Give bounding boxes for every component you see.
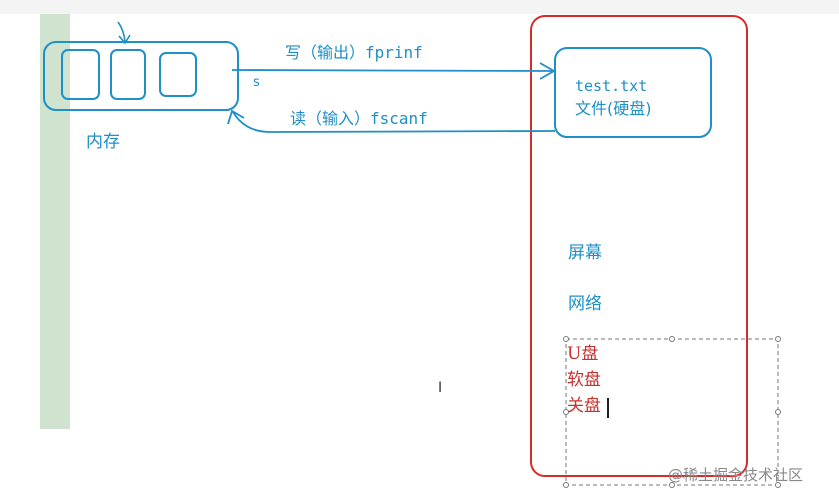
memory-box[interactable] (43, 41, 239, 111)
file-type: 文件(硬盘) (575, 99, 652, 118)
write-label: 写（输出）fprinf (285, 43, 423, 62)
ibeam-cursor-icon: I (438, 380, 443, 396)
optical-disc-text: 关盘 (567, 396, 601, 416)
pointer-arrowhead (118, 34, 131, 45)
resize-handle[interactable] (563, 409, 569, 415)
top-band (0, 0, 839, 14)
file-name: test.txt (575, 77, 648, 95)
read-label: 读（输入）fscanf (290, 109, 428, 128)
pointer-arrow (117, 21, 126, 43)
resize-handle[interactable] (563, 336, 569, 342)
memory-cell (61, 49, 100, 100)
usb-drive-text: U盘 (567, 344, 599, 364)
memory-cell (159, 52, 197, 97)
file-box[interactable] (554, 47, 712, 138)
device-screen: 屏幕 (568, 243, 602, 263)
write-arrow (231, 69, 554, 72)
device-network: 网络 (568, 294, 602, 314)
read-arrow (232, 111, 556, 133)
memory-cell (110, 49, 146, 100)
resize-handle[interactable] (775, 482, 781, 488)
read-arrowhead (227, 109, 245, 125)
write-arrowhead (539, 62, 556, 80)
resize-handle[interactable] (775, 336, 781, 342)
variable-label: s (253, 75, 260, 90)
resize-handle[interactable] (669, 336, 675, 342)
storage-outline[interactable] (530, 15, 748, 477)
resize-handle[interactable] (563, 482, 569, 488)
text-cursor (607, 398, 609, 418)
floppy-disk-text: 软盘 (567, 370, 601, 390)
memory-label: 内存 (86, 132, 120, 152)
watermark: @稀土掘金技术社区 (668, 466, 804, 484)
resize-handle[interactable] (669, 482, 675, 488)
resize-handle[interactable] (775, 409, 781, 415)
